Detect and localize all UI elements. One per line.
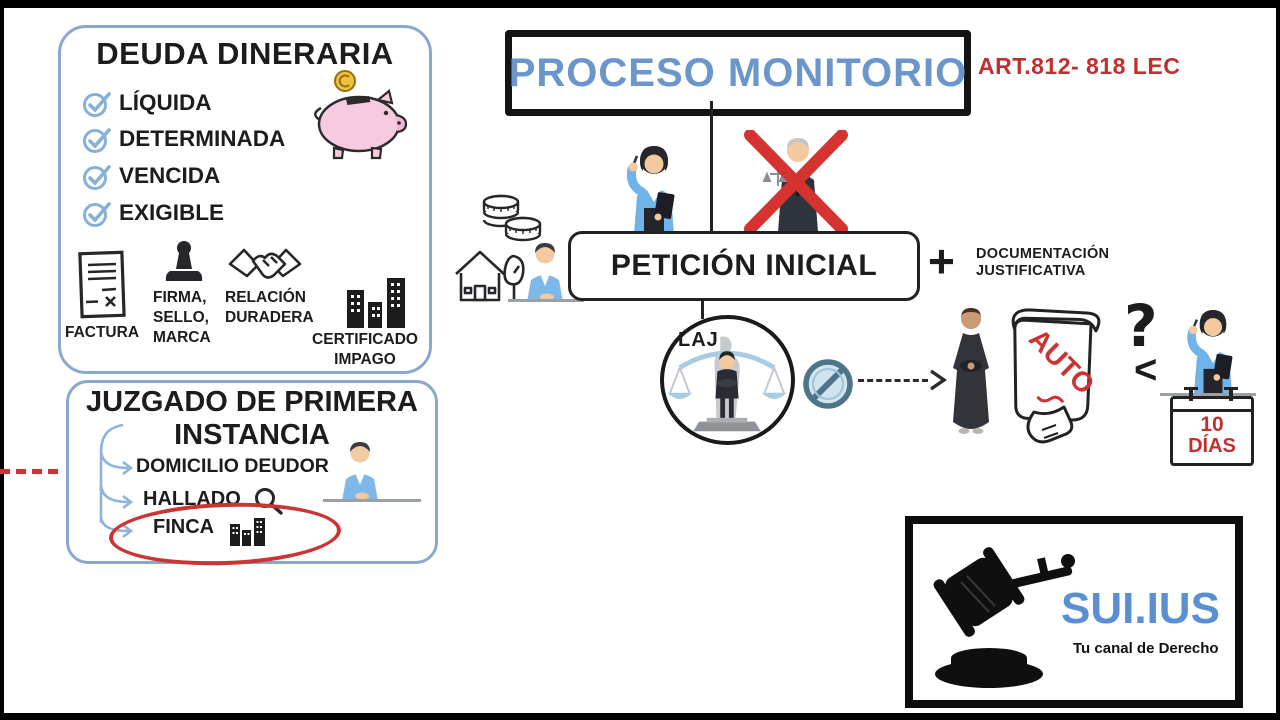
logo-wordmark: SUI.IUS [1061, 584, 1220, 633]
prohibited-icon [803, 359, 853, 409]
peticion-inicial-label: PETICIÓN INICIAL [610, 249, 878, 282]
calendar-ring [1224, 387, 1237, 401]
clerk-at-desk-figure [342, 442, 378, 501]
handshake-icon [228, 248, 302, 279]
connector-peticion-to-laj [701, 296, 704, 319]
buildings-icon [347, 278, 405, 328]
checklist-item-determinada: DETERMINADA [81, 124, 285, 154]
checklist-item-liquida: LÍQUIDA [81, 88, 212, 118]
article-reference: ART.812- 818 LEC [978, 53, 1181, 79]
laj-label: LAJ [678, 329, 719, 351]
deuda-title: DEUDA DINERARIA [96, 36, 394, 71]
stamp-icon [165, 241, 203, 281]
letterbox-bottom [0, 713, 1280, 720]
calendar-days-number: 10 [1200, 413, 1224, 436]
magnifier-icon [255, 488, 283, 515]
house-tree-icon [455, 250, 525, 302]
relacion-duradera-label: RELACIÓN DURADERA [225, 289, 314, 326]
less-than-sign: < [1134, 348, 1158, 392]
juzgado-title-line2: INSTANCIA [174, 419, 330, 451]
calendar-days-word: DÍAS [1188, 435, 1236, 457]
certificado-impago-label: CERTIFICADO IMPAGO [312, 331, 418, 368]
deuda-dineraria-box: DEUDA DINERARIA LÍQUIDA DETERMINADA VENC… [58, 25, 432, 374]
check-circle-icon [83, 165, 111, 190]
desk-line [323, 499, 421, 502]
clerk-woman-figure [1187, 310, 1233, 394]
auto-resolution-pad: AUTO [1011, 308, 1101, 444]
check-circle-icon [83, 92, 111, 117]
judge-figure [953, 308, 989, 434]
coins-icon [482, 194, 542, 242]
gavel-icon [933, 547, 1075, 688]
check-circle-icon [83, 202, 111, 227]
calendar-ring [1184, 387, 1197, 401]
juzgado-item-hallado: HALLADO [143, 488, 241, 510]
juzgado-item-domicilio: DOMICILIO DEUDOR [136, 455, 329, 477]
connector-title-to-peticion [710, 101, 713, 231]
checklist-label: VENCIDA [119, 163, 221, 188]
piggy-bank-icon [314, 70, 408, 160]
factura-label: FACTURA [64, 324, 140, 341]
checklist-item-exigible: EXIGIBLE [81, 198, 224, 228]
checklist-label: DETERMINADA [119, 126, 286, 151]
peticion-inicial-box: PETICIÓN INICIAL [568, 231, 920, 301]
checklist-label: EXIGIBLE [119, 200, 225, 225]
documentacion-justificativa-label: DOCUMENTACIÓN JUSTIFICATIVA [976, 246, 1110, 279]
dashed-arrow-line [858, 379, 928, 382]
checklist-item-vencida: VENCIDA [81, 161, 220, 191]
logo-tagline: Tu canal de Derecho [1073, 640, 1219, 657]
crossed-out-lawyer-figure [744, 130, 848, 234]
desk-line [1160, 393, 1256, 396]
letterbox-right [1276, 0, 1280, 720]
branch-arrows [99, 423, 134, 539]
laj-circle: LAJ [660, 315, 795, 445]
calendar-header-line [1173, 409, 1251, 412]
letterbox-left [0, 0, 4, 720]
desk-line [508, 299, 584, 302]
deadline-calendar: 10 DÍAS [1170, 387, 1254, 466]
question-mark: ? [1124, 292, 1158, 360]
letterbox-top [0, 0, 1280, 8]
red-dashed-connector [0, 469, 58, 474]
plus-sign: + [928, 235, 955, 287]
arrow-head [930, 369, 947, 391]
title-box: PROCESO MONITORIO [505, 30, 971, 116]
debtor-man-figure [527, 243, 563, 302]
checklist-label: LÍQUIDA [119, 90, 212, 115]
scales-of-justice-icon [667, 336, 787, 432]
page-title: PROCESO MONITORIO [508, 50, 968, 95]
channel-logo-box: SUI.IUS Tu canal de Derecho [905, 516, 1243, 708]
small-buildings-icon [230, 518, 265, 546]
juzgado-title-line1: JUZGADO DE PRIMERA [86, 386, 418, 418]
check-circle-icon [83, 128, 111, 153]
clerk-woman-figure [626, 146, 675, 234]
invoice-document-icon [78, 250, 126, 319]
juzgado-item-finca: FINCA [153, 516, 215, 538]
juzgado-box: JUZGADO DE PRIMERA INSTANCIA DOMICILIO D… [66, 380, 438, 570]
firma-sello-marca-label: FIRMA, SELLO, MARCA [153, 289, 211, 346]
